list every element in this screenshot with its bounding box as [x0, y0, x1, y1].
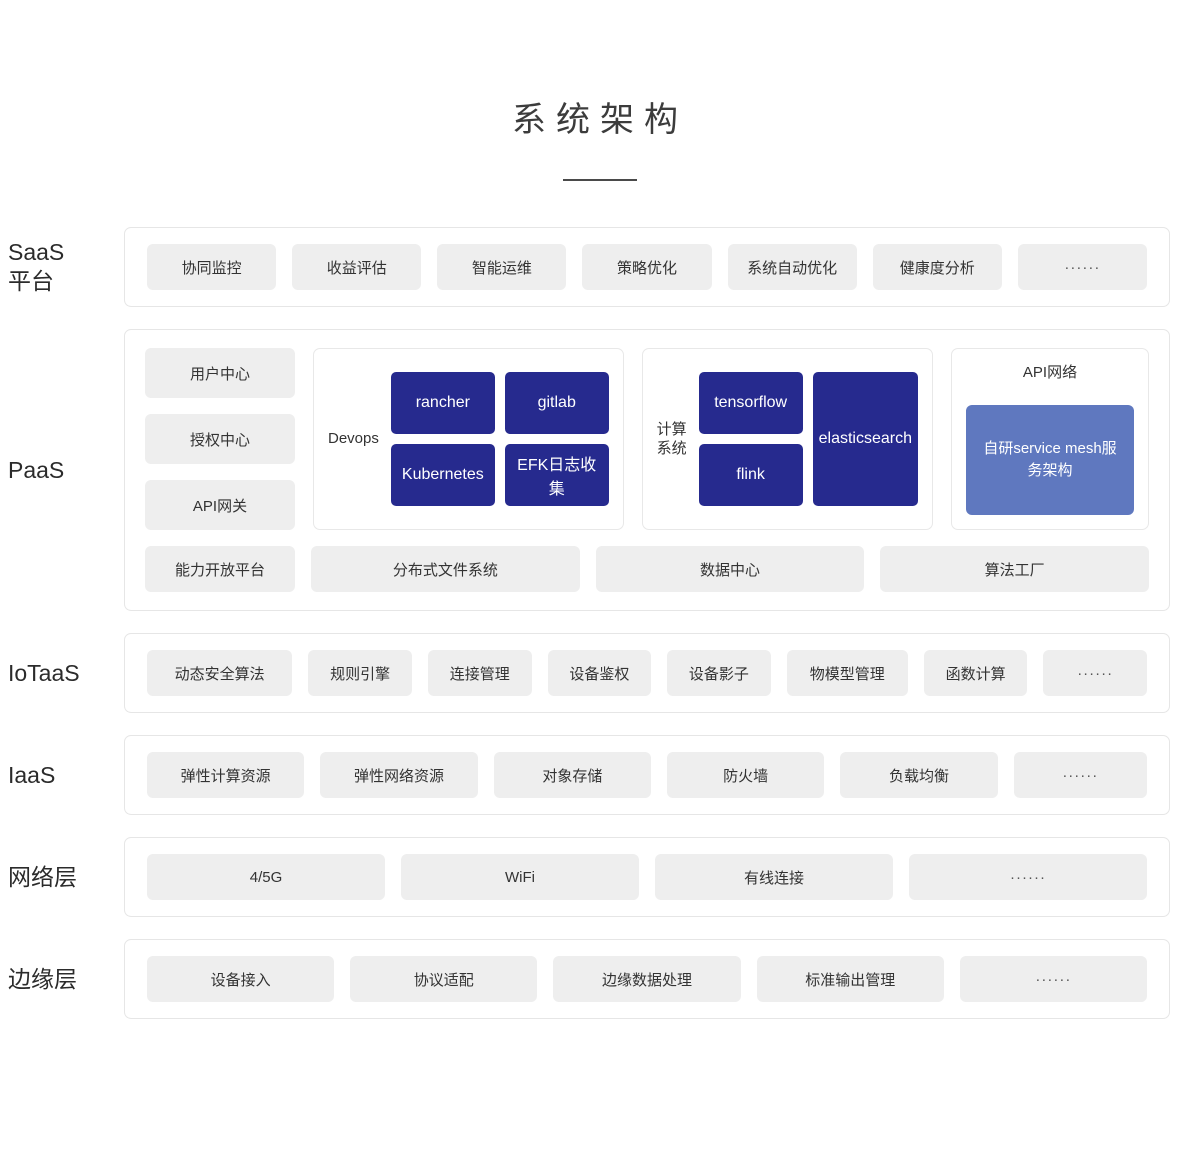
- devops-column-2: gitlab EFK日志收集: [504, 372, 609, 506]
- group-label-api-network: API网络: [1022, 364, 1078, 381]
- layer-box-edge: 设备接入 协议适配 边缘数据处理 标准输出管理 ······: [124, 939, 1170, 1019]
- chip-saas-4[interactable]: 系统自动优化: [727, 244, 857, 290]
- box-self-developed-service-mesh[interactable]: 自研service mesh服务架构: [966, 404, 1134, 515]
- chip-paas-data-center[interactable]: 数据中心: [595, 546, 865, 592]
- layer-network: 网络层 4/5G WiFi 有线连接 ······: [0, 837, 1170, 917]
- chip-saas-3[interactable]: 策略优化: [582, 244, 712, 290]
- group-devops: Devops rancher Kubernetes gitlab EFK日志收集: [313, 348, 624, 530]
- chip-iaas-3[interactable]: 防火墙: [666, 752, 825, 798]
- paas-left-column: 用户中心 授权中心 API网关: [145, 348, 295, 530]
- layer-stack: SaaS 平台 协同监控 收益评估 智能运维 策略优化 系统自动优化 健康度分析…: [0, 227, 1200, 1019]
- edge-chip-row: 设备接入 协议适配 边缘数据处理 标准输出管理 ······: [147, 956, 1148, 1002]
- chip-edge-3[interactable]: 标准输出管理: [756, 956, 944, 1002]
- page-title: 系统架构: [512, 101, 688, 139]
- layer-label-saas: SaaS 平台: [8, 239, 65, 294]
- chip-iaas-0[interactable]: 弹性计算资源: [147, 752, 305, 798]
- layer-box-network: 4/5G WiFi 有线连接 ······: [124, 837, 1170, 917]
- chip-iotaas-3[interactable]: 设备鉴权: [547, 650, 652, 696]
- chip-iaas-4[interactable]: 负载均衡: [840, 752, 998, 798]
- chip-iaas-1[interactable]: 弹性网络资源: [320, 752, 478, 798]
- layer-label-iaas: IaaS: [8, 761, 56, 788]
- chip-iotaas-1[interactable]: 规则引擎: [308, 650, 412, 696]
- layer-box-paas: 用户中心 授权中心 API网关 Devops rancher Kubernete…: [124, 329, 1170, 611]
- paas-bottom-row: 能力开放平台 分布式文件系统 数据中心 算法工厂: [145, 546, 1150, 592]
- chip-edge-0[interactable]: 设备接入: [147, 956, 335, 1002]
- devops-box-grid: rancher Kubernetes gitlab EFK日志收集: [390, 372, 609, 506]
- layer-box-iotaas: 动态安全算法 规则引擎 连接管理 设备鉴权 设备影子 物模型管理 函数计算 ··…: [124, 633, 1170, 713]
- layer-label-network: 网络层: [8, 863, 77, 890]
- chip-saas-1[interactable]: 收益评估: [292, 244, 422, 290]
- layer-edge: 边缘层 设备接入 协议适配 边缘数据处理 标准输出管理 ······: [0, 939, 1170, 1019]
- group-compute-system: 计算 系统 tensorflow flink elasticsearch: [641, 348, 933, 530]
- compute-column-2: elasticsearch: [812, 372, 918, 506]
- page-header: 系统架构: [0, 0, 1200, 181]
- chip-saas-0[interactable]: 协同监控: [147, 244, 277, 290]
- chip-network-2[interactable]: 有线连接: [655, 854, 893, 900]
- layer-box-iaas: 弹性计算资源 弹性网络资源 对象存储 防火墙 负载均衡 ······: [124, 735, 1170, 815]
- chip-iaas-2[interactable]: 对象存储: [493, 752, 651, 798]
- box-efk-log-collection[interactable]: EFK日志收集: [504, 444, 609, 506]
- box-elasticsearch[interactable]: elasticsearch: [812, 372, 918, 506]
- compute-box-grid: tensorflow flink elasticsearch: [698, 372, 918, 506]
- paas-top-row: 用户中心 授权中心 API网关 Devops rancher Kubernete…: [145, 348, 1149, 530]
- layer-label-paas: PaaS: [8, 456, 65, 483]
- layer-iaas: IaaS 弹性计算资源 弹性网络资源 对象存储 防火墙 负载均衡 ······: [0, 735, 1170, 815]
- chip-iotaas-4[interactable]: 设备影子: [667, 650, 771, 696]
- devops-column-1: rancher Kubernetes: [390, 372, 495, 506]
- box-flink[interactable]: flink: [698, 444, 803, 506]
- saas-chip-row: 协同监控 收益评估 智能运维 策略优化 系统自动优化 健康度分析 ······: [147, 244, 1147, 290]
- chip-iaas-more[interactable]: ······: [1013, 752, 1147, 798]
- group-label-compute-system: 计算 系统: [656, 420, 687, 458]
- network-chip-row: 4/5G WiFi 有线连接 ······: [147, 854, 1147, 900]
- compute-column-1: tensorflow flink: [698, 372, 803, 506]
- chip-paas-capability-platform[interactable]: 能力开放平台: [145, 546, 295, 592]
- chip-saas-5[interactable]: 健康度分析: [872, 244, 1002, 290]
- layer-saas: SaaS 平台 协同监控 收益评估 智能运维 策略优化 系统自动优化 健康度分析…: [0, 227, 1170, 307]
- iaas-chip-row: 弹性计算资源 弹性网络资源 对象存储 防火墙 负载均衡 ······: [147, 752, 1147, 798]
- chip-iotaas-6[interactable]: 函数计算: [923, 650, 1028, 696]
- layer-iotaas: IoTaaS 动态安全算法 规则引擎 连接管理 设备鉴权 设备影子 物模型管理 …: [0, 633, 1170, 713]
- box-kubernetes[interactable]: Kubernetes: [390, 444, 495, 506]
- box-tensorflow[interactable]: tensorflow: [698, 372, 803, 434]
- chip-network-more[interactable]: ······: [909, 854, 1147, 900]
- layer-paas: PaaS 用户中心 授权中心 API网关 Devops ranche: [0, 329, 1170, 611]
- chip-network-0[interactable]: 4/5G: [147, 854, 385, 900]
- chip-paas-algorithm-factory[interactable]: 算法工厂: [880, 546, 1150, 592]
- layer-label-iotaas: IoTaaS: [8, 659, 80, 686]
- chip-network-1[interactable]: WiFi: [401, 854, 639, 900]
- chip-paas-api-gateway[interactable]: API网关: [145, 480, 295, 530]
- title-divider: [563, 179, 637, 181]
- chip-paas-distributed-fs[interactable]: 分布式文件系统: [311, 546, 580, 592]
- group-label-devops: Devops: [328, 430, 379, 448]
- chip-saas-2[interactable]: 智能运维: [437, 244, 567, 290]
- layer-label-edge: 边缘层: [8, 965, 77, 992]
- box-gitlab[interactable]: gitlab: [504, 372, 609, 434]
- chip-iotaas-0[interactable]: 动态安全算法: [147, 650, 293, 696]
- chip-edge-1[interactable]: 协议适配: [350, 956, 538, 1002]
- chip-iotaas-2[interactable]: 连接管理: [427, 650, 532, 696]
- iotaas-chip-row: 动态安全算法 规则引擎 连接管理 设备鉴权 设备影子 物模型管理 函数计算 ··…: [147, 650, 1147, 696]
- chip-iotaas-5[interactable]: 物模型管理: [786, 650, 908, 696]
- chip-edge-more[interactable]: ······: [959, 956, 1148, 1002]
- group-api-network: API网络 自研service mesh服务架构: [951, 348, 1149, 530]
- layer-box-saas: 协同监控 收益评估 智能运维 策略优化 系统自动优化 健康度分析 ······: [124, 227, 1170, 307]
- box-rancher[interactable]: rancher: [390, 372, 495, 434]
- chip-edge-2[interactable]: 边缘数据处理: [553, 956, 741, 1002]
- chip-paas-auth-center[interactable]: 授权中心: [145, 414, 295, 464]
- chip-saas-more[interactable]: ······: [1017, 244, 1147, 290]
- chip-paas-user-center[interactable]: 用户中心: [145, 348, 295, 398]
- chip-iotaas-more[interactable]: ······: [1043, 650, 1147, 696]
